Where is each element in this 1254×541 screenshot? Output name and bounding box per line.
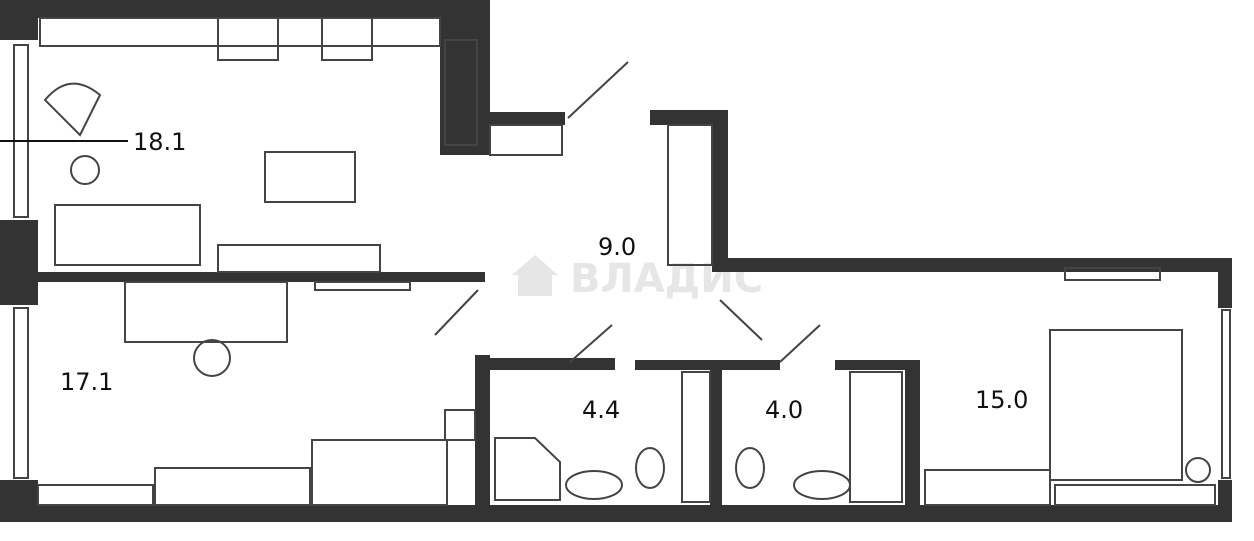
furniture — [37, 17, 1216, 506]
room-area-living-kitchen: 18.1 — [133, 128, 186, 156]
room-area-bathroom-2: 4.0 — [765, 396, 803, 424]
windows — [13, 44, 1231, 479]
room-area-room: 17.1 — [60, 368, 113, 396]
room-area-hallway: 9.0 — [598, 233, 636, 261]
walls — [0, 0, 1232, 522]
room-area-bathroom-1: 4.4 — [582, 396, 620, 424]
room-area-bedroom: 15.0 — [975, 386, 1028, 414]
doors — [434, 61, 821, 363]
